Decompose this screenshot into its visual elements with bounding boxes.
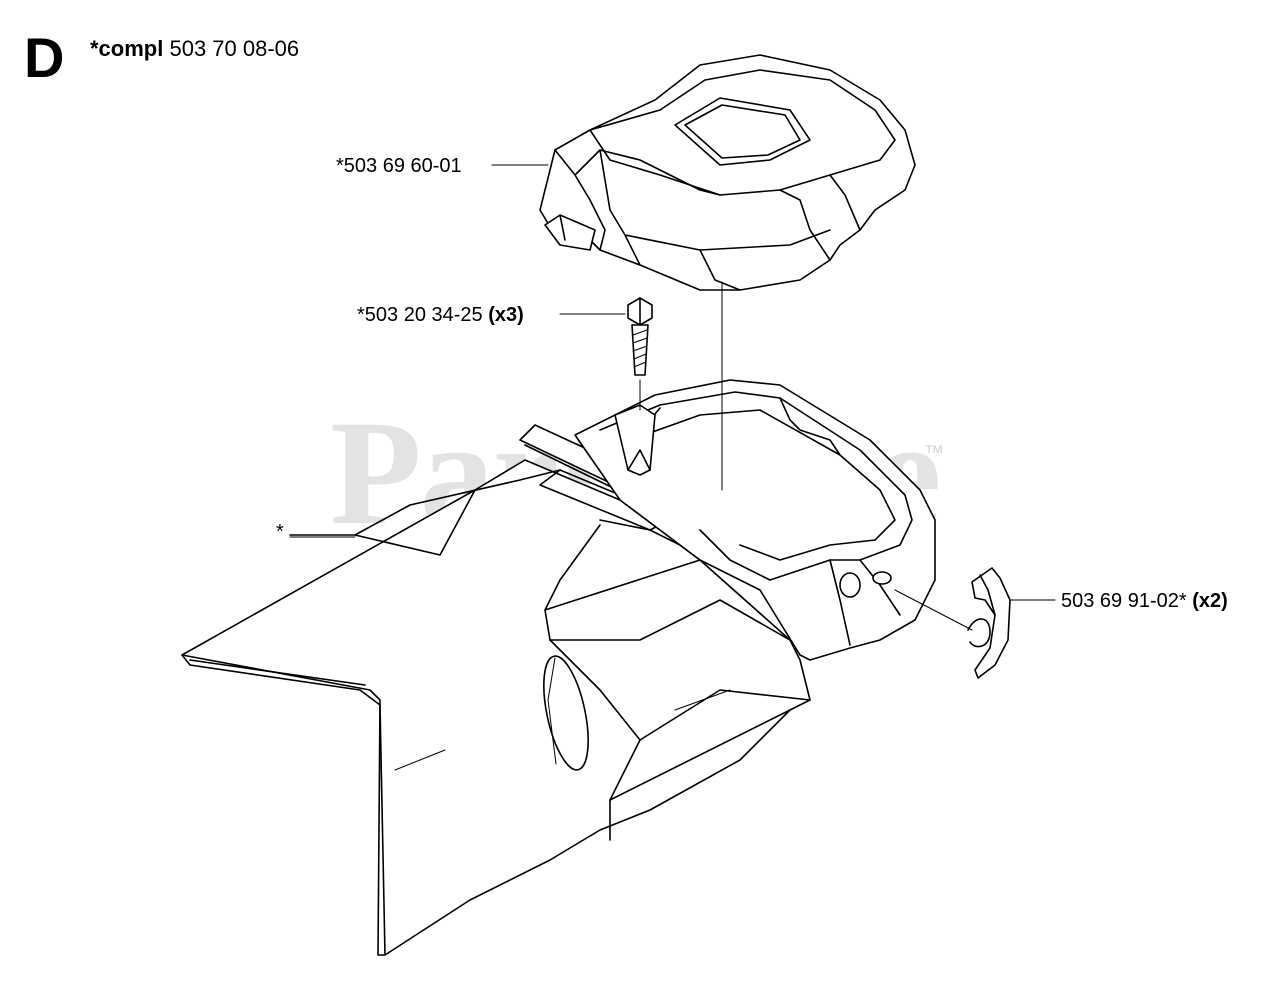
housing-part-number: *: [276, 521, 284, 543]
clip-part-number: 503 69 91-02*: [1061, 590, 1187, 612]
top-cover-shape: [539, 54, 916, 291]
screw-shape: [627, 297, 653, 411]
watermark-trademark: ™: [924, 442, 944, 464]
filter-frame-shape: [574, 379, 936, 661]
callout-screw[interactable]: *503 20 34-25 (x3): [357, 305, 524, 325]
callout-housing[interactable]: *: [276, 522, 284, 542]
cover-part-number: *503 69 60-01: [336, 155, 462, 177]
assembly-prefix: *compl: [90, 36, 164, 61]
callout-cover[interactable]: *503 69 60-01: [336, 156, 462, 176]
callout-clip[interactable]: 503 69 91-02* (x2): [1061, 591, 1228, 611]
section-letter: D: [24, 26, 65, 89]
screw-quantity: (x3): [488, 304, 524, 326]
assembly-number: *compl 503 70 08-06: [90, 38, 299, 60]
assembly-part-number: 503 70 08-06: [169, 36, 300, 61]
leader-lines: [289, 164, 1056, 631]
clip-shape: [967, 567, 1011, 679]
screw-part-number: *503 20 34-25: [357, 304, 483, 326]
clip-quantity: (x2): [1192, 590, 1228, 612]
